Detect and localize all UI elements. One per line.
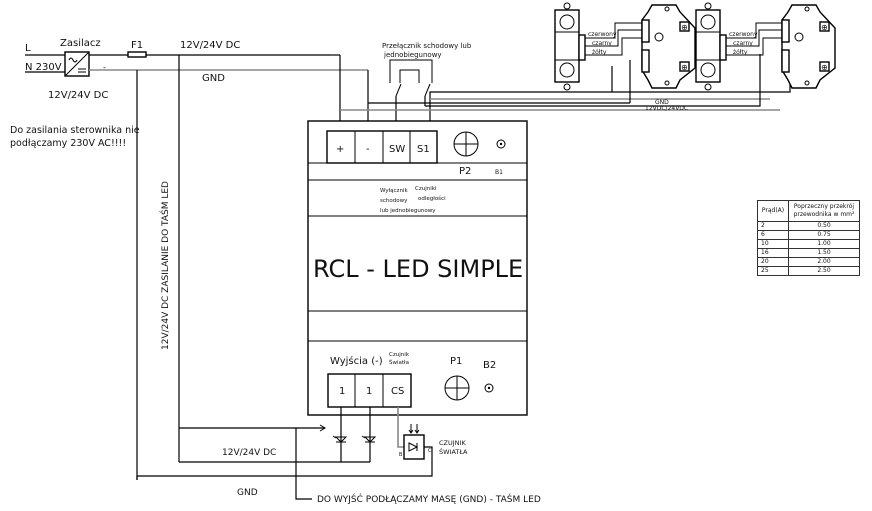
fuse-icon [127,51,147,58]
header-section-line2: przewodnika w mm² [793,211,855,218]
svg-text:⊕: ⊕ [681,23,688,32]
potentiometer-p1-icon[interactable] [444,375,470,401]
gnd-top-label: GND [202,73,225,84]
cell-section: 0.75 [788,230,860,240]
header-current: Prąd(A) [757,200,789,222]
bottom-gnd-label: GND [237,488,258,498]
header-section-line1: Poprzeczny przekrój [793,203,855,210]
cell-section: 2.50 [788,266,860,276]
header-section: Poprzeczny przekrój przewodnika w mm² [788,200,860,222]
b1-label: B1 [495,169,503,176]
button-b2-icon[interactable] [484,383,494,393]
bottom-terminal-block: 1 1 CS [327,373,412,408]
wire-color-red-2: czerwony [729,31,758,38]
warning-line2: podłączamy 230V AC!!!! [10,138,126,149]
wire-section-table: Prąd(A) Poprzeczny przekrój przewodnika … [757,200,860,276]
pin-c-label: C [428,448,432,454]
light-sensor-label-2: Światła [389,359,409,366]
wire-color-yellow-1: żółty [592,49,607,56]
psu-output-label: 12V/24V DC [48,90,108,101]
cell-section: 1.00 [788,239,860,249]
cell-section: 2.00 [788,257,860,267]
bottom-dc-label: 12V/24V DC [222,448,276,458]
led-icon-1 [332,435,348,443]
controller-module: + - SW S1 P2 B1 Wyłącznik schodowy lub j… [307,120,528,416]
switch-label-line1: Przełącznik schodowy lub [382,42,472,50]
table-header-row: Prąd(A) Poprzeczny przekrój przewodnika … [757,200,860,222]
cell-current: 20 [757,257,789,267]
sensor-board-2: ⊕ ⊕ [781,4,836,89]
cell-current: 16 [757,248,789,258]
light-sensor-text-2: ŚWIATŁA [439,447,468,456]
distance-sensor-2: czerwony czarny żółty [695,2,782,91]
cell-current: 6 [757,230,789,240]
potentiometer-p2-icon[interactable] [453,131,479,157]
controller-title: RCL - LED SIMPLE [313,255,523,283]
L-label: L [25,43,31,54]
wire-color-black-1: czarny [592,40,612,47]
cell-section: 1.50 [788,248,860,258]
terminal-out-1b[interactable]: 1 [366,386,372,397]
switch-desc-3: lub jednobiegunowy [380,208,436,214]
terminal-out-1a[interactable]: 1 [339,386,345,397]
psu-label: Zasilacz [60,38,101,49]
svg-text:⊕: ⊕ [821,23,828,32]
switch-desc-2: schodowy [380,198,408,204]
cell-current: 10 [757,239,789,249]
light-sensor-text-1: CZUJNIK [439,439,466,447]
svg-text:⊕: ⊕ [681,63,688,72]
minus-mark: - [103,63,106,72]
led-icon-2 [361,435,377,443]
switch-desc-1: Wyłącznik [380,188,408,194]
bottom-note: DO WYJŚĆ PODŁĄCZAMY MASĘ (GND) - TAŚM LE… [317,493,541,505]
N-label: N 230V [25,62,62,73]
warning-line1: Do zasilania sterownika nie [10,125,140,136]
p1-label: P1 [450,356,462,367]
switch-label-line2: jednobiegunowy [383,51,442,59]
b2-label: B2 [483,360,496,371]
wire-color-red-1: czerwony [588,31,617,38]
sensor-board-1: ⊕ ⊕ [641,4,696,89]
power-supply-icon [64,51,90,77]
staircase-switch: Przełącznik schodowy lub jednobiegunowy [382,42,472,130]
terminal-minus[interactable]: - [366,144,370,155]
outputs-label: Wyjścia (-) [330,355,383,367]
top-terminal-block: + - SW S1 [326,130,438,164]
dc-line-label: 12V/24V DC [180,40,240,51]
power-input: L N 230V Zasilacz 12V/24V DC F1 12V/24V … [10,38,369,480]
light-sensor-icon [403,424,425,460]
terminal-cs[interactable]: CS [391,386,404,397]
wire-color-black-2: czarny [733,40,753,47]
button-b1-icon[interactable] [496,139,506,149]
fuse-label: F1 [131,40,143,51]
bus-dc-label: 12VDC/24VDC [645,105,688,112]
cell-current: 2 [757,221,789,231]
bottom-wiring: 12V/24V DC B C CZUJNIK ŚWIATŁA GND DO WY… [136,407,541,505]
cell-section: 0.50 [788,221,860,231]
pin-b-label: B [399,452,403,458]
terminal-plus[interactable]: + [336,144,344,155]
distance-sensor-1: czerwony czarny żółty [554,2,642,91]
terminal-sw[interactable]: SW [389,144,405,155]
light-sensor-label-1: Czujnik [389,352,410,358]
left-vertical-label: 12V/24V DC ZASILANIE DO TAŚM LED [159,181,171,350]
sensor-desc-1: Czujniki [415,186,437,192]
sensor-desc-2: odległości [418,195,446,202]
svg-text:⊕: ⊕ [821,63,828,72]
bus-gnd-label: GND [655,99,669,106]
wire-color-yellow-2: żółty [733,49,748,56]
terminal-s1[interactable]: S1 [417,144,430,155]
p2-label: P2 [459,166,471,177]
cell-current: 25 [757,266,789,276]
